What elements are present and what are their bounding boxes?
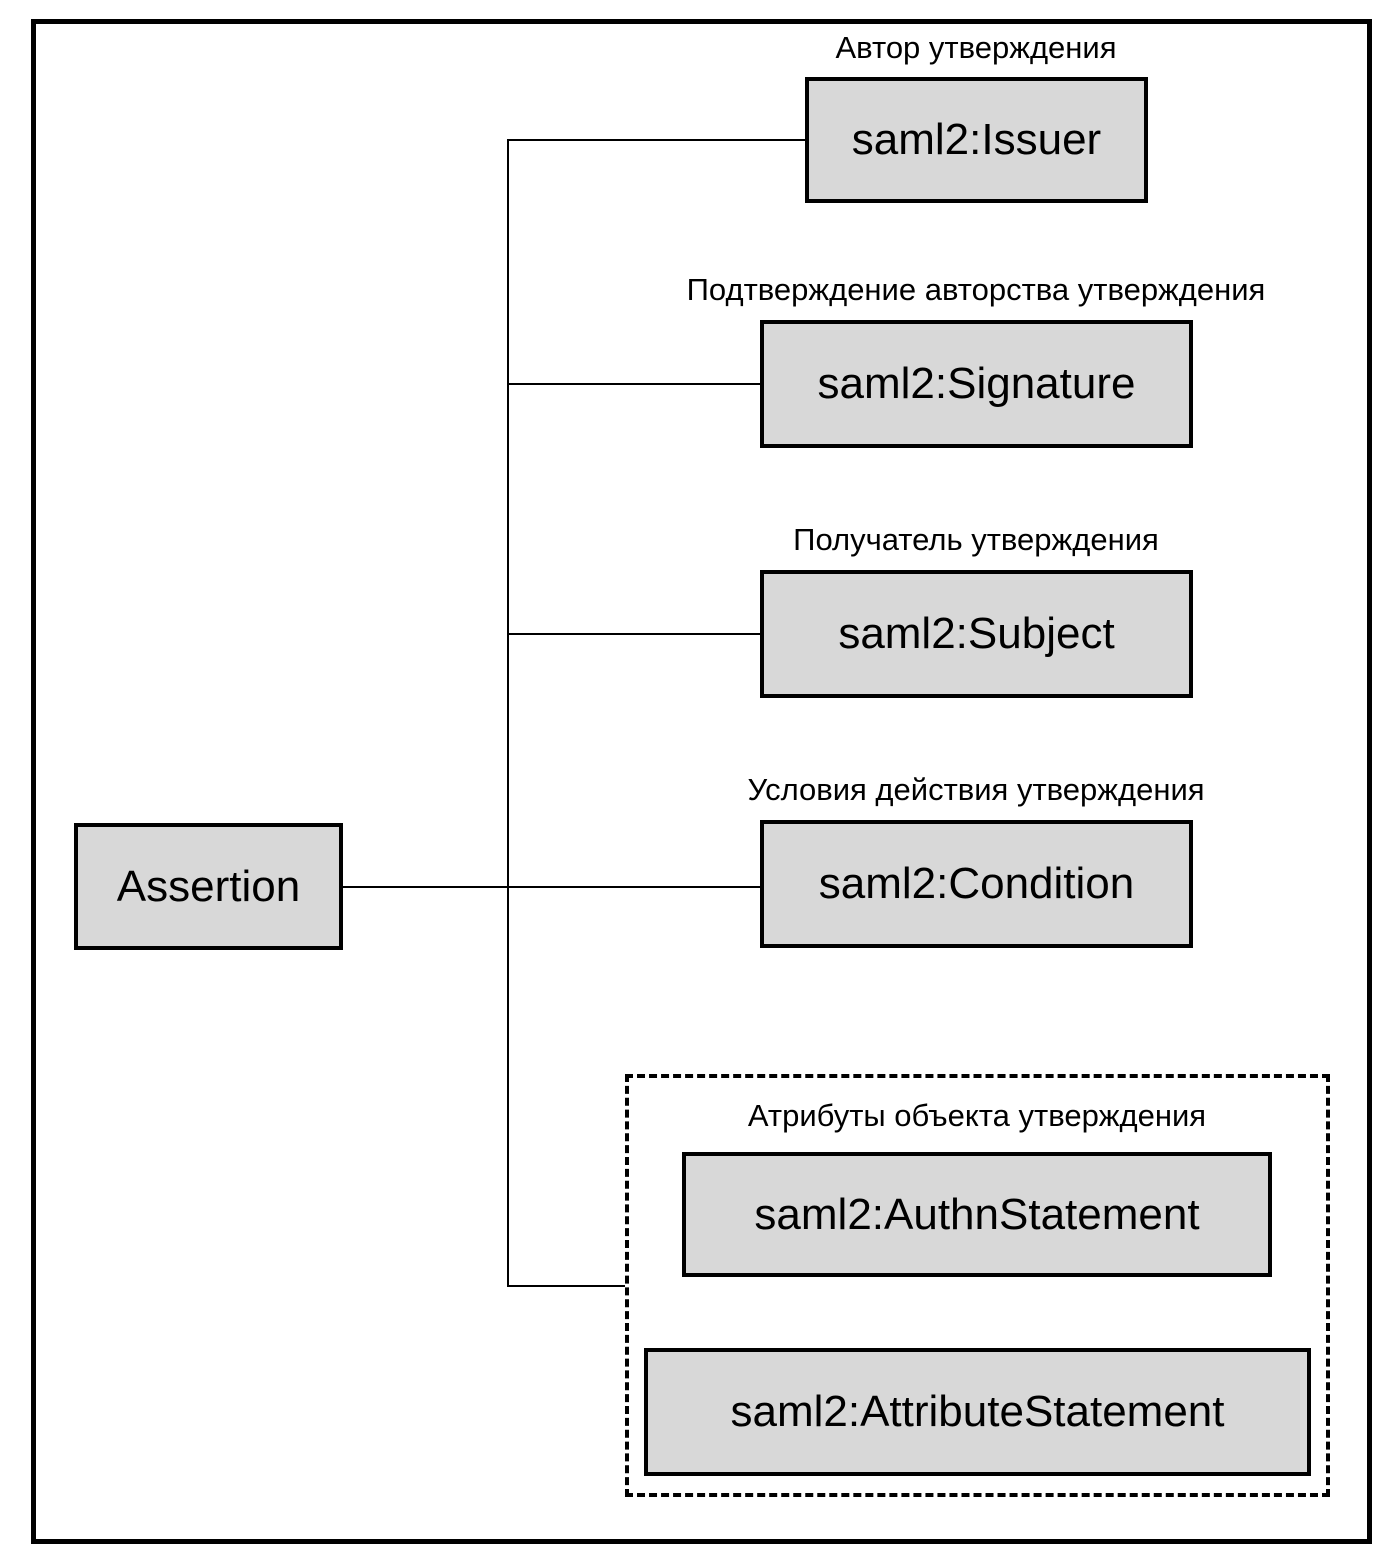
subject-node: saml2:Subject xyxy=(760,570,1193,698)
connector-branch-group xyxy=(507,1285,625,1287)
authn-statement-node-label: saml2:AuthnStatement xyxy=(754,1189,1200,1239)
condition-node-label: saml2:Condition xyxy=(818,859,1135,908)
subject-caption: Получатель утверждения xyxy=(793,522,1159,557)
condition-caption: Условия действия утверждения xyxy=(747,772,1205,807)
issuer-node: saml2:Issuer xyxy=(805,77,1148,203)
diagram-frame xyxy=(31,19,1372,1544)
connector-branch-signature xyxy=(507,383,760,385)
condition-node: saml2:Condition xyxy=(760,820,1193,948)
assertion-node-label: Assertion xyxy=(116,861,301,911)
connector-branch-issuer xyxy=(507,139,805,141)
issuer-caption: Автор утверждения xyxy=(835,30,1117,65)
signature-node: saml2:Signature xyxy=(760,320,1193,448)
connector-trunk xyxy=(507,139,509,1287)
assertion-node: Assertion xyxy=(74,823,343,950)
attribute-statement-node-label: saml2:AttributeStatement xyxy=(730,1387,1225,1436)
issuer-node-label: saml2:Issuer xyxy=(851,115,1102,164)
attribute-statement-node: saml2:AttributeStatement xyxy=(644,1348,1311,1476)
connector-branch-subject xyxy=(507,633,760,635)
signature-caption: Подтверждение авторства утверждения xyxy=(686,272,1266,307)
subject-node-label: saml2:Subject xyxy=(838,609,1115,658)
statements-group xyxy=(625,1074,1330,1497)
connector-branch-condition xyxy=(343,886,760,888)
signature-node-label: saml2:Signature xyxy=(817,359,1136,408)
authn-statement-node: saml2:AuthnStatement xyxy=(682,1152,1272,1277)
statements-group-caption: Атрибуты объекта утверждения xyxy=(747,1098,1207,1133)
